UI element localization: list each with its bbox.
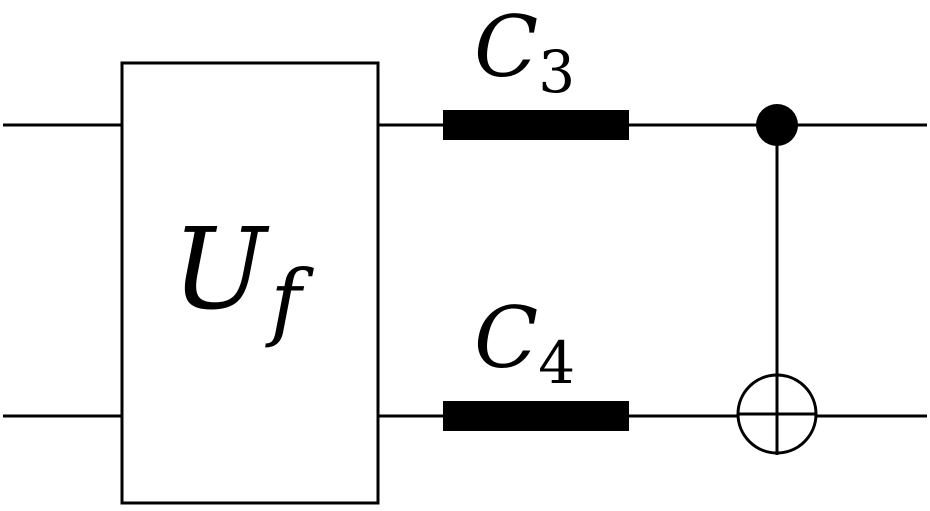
unitary-gate-symbol: U [172, 205, 270, 335]
coupler-bar-top [443, 110, 629, 140]
coupler-label-top: C3 [474, 0, 575, 106]
coupler-label-top-symbol: C [474, 0, 538, 96]
coupler-label-top-subscript: 3 [538, 38, 575, 106]
coupler-label-bottom-symbol: C [474, 289, 538, 387]
cnot-control-dot [756, 104, 798, 146]
coupler-bar-bottom [443, 401, 629, 431]
coupler-label-bottom: C4 [474, 289, 575, 397]
unitary-gate-box [120, 61, 380, 505]
unitary-gate-label: Uf [172, 205, 314, 350]
coupler-label-bottom-subscript: 4 [538, 329, 575, 397]
